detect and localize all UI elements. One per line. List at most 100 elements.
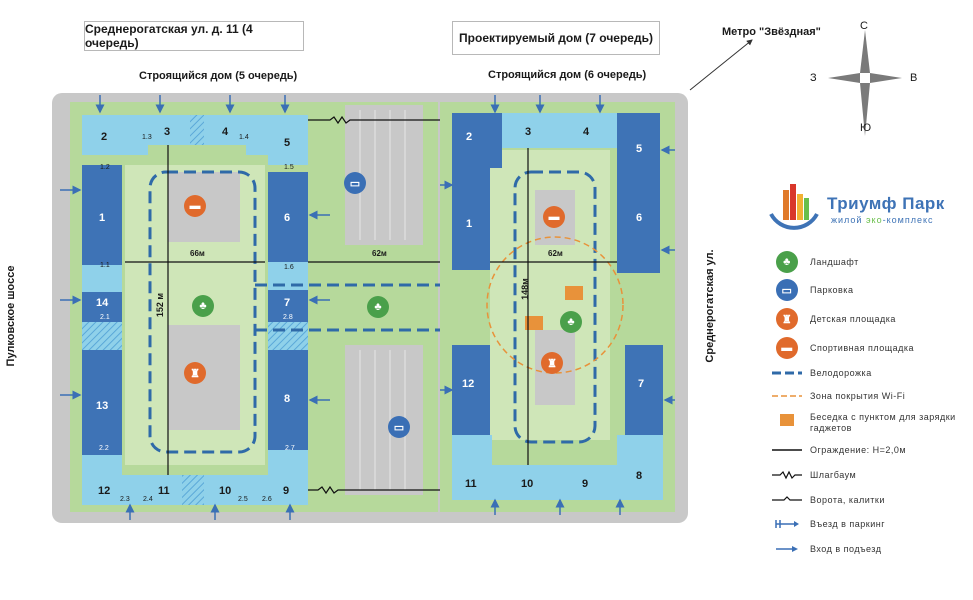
right-width-dim: 62м xyxy=(548,249,563,258)
legend-barrier: Шлагбаум xyxy=(772,470,856,480)
entrance-arrow-icon xyxy=(776,546,798,552)
barrier-south xyxy=(308,485,452,495)
right-building-1 xyxy=(452,168,490,270)
left-section-1[interactable]: 1 xyxy=(99,212,106,224)
left-section-4[interactable]: 4 xyxy=(222,126,229,138)
right-building-2 xyxy=(452,113,502,168)
left-section-11[interactable]: 11 xyxy=(158,485,170,497)
legend-parking: ▭ Парковка xyxy=(772,279,853,301)
bike-path-line-icon xyxy=(772,371,802,375)
legend-label: Въезд в паркинг xyxy=(810,519,885,529)
entrance-label: 2.1 xyxy=(100,314,110,321)
barrier-north xyxy=(308,115,452,125)
metro-direction-arrow xyxy=(689,39,753,91)
left-section-7[interactable]: 7 xyxy=(284,297,291,309)
compass-north: С xyxy=(860,20,868,32)
right-building-9 xyxy=(557,465,617,500)
right-height-dim: 148м xyxy=(519,278,530,300)
gazebo-1 xyxy=(565,286,583,300)
left-building-5 xyxy=(268,115,308,165)
right-section-8[interactable]: 8 xyxy=(636,470,643,482)
legend-sport: ▬Спортивная площадка xyxy=(772,337,914,359)
right-building-5 xyxy=(617,113,660,168)
left-section-14[interactable]: 14 xyxy=(96,297,109,309)
fence-line-icon xyxy=(772,449,802,451)
right-section-10[interactable]: 10 xyxy=(521,478,534,490)
left-building-9 xyxy=(268,450,308,505)
legend-gazebo: Беседка с пунктом для зарядки гаджетов xyxy=(772,412,960,434)
gate-line-icon xyxy=(772,496,802,501)
car-icon: ▭ xyxy=(344,172,366,194)
legend-bike: Велодорожка xyxy=(772,368,872,378)
legend-label: Беседка с пунктом для зарядки гаджетов xyxy=(810,412,956,433)
tree-icon: ♣ xyxy=(560,311,582,333)
right-section-4[interactable]: 4 xyxy=(583,126,590,138)
projected-house-label: Проектируемый дом (7 очередь) xyxy=(452,21,660,55)
castle-icon: ♜ xyxy=(776,308,798,330)
logo-mark-icon xyxy=(769,184,819,230)
left-building-12 xyxy=(82,455,122,505)
right-section-1[interactable]: 1 xyxy=(466,218,473,230)
logo-name: Триумф Парк xyxy=(827,194,945,213)
entrance-label: 2.4 xyxy=(143,496,153,503)
legend-label: Ограждение: Н=2,0м xyxy=(810,445,907,455)
legend-parking-entry: Въезд в паркинг xyxy=(772,518,885,530)
entrance-label: 1.1 xyxy=(100,262,110,269)
left-section-8[interactable]: 8 xyxy=(284,393,291,405)
right-section-9[interactable]: 9 xyxy=(582,478,589,490)
left-section-10[interactable]: 10 xyxy=(219,485,232,497)
castle-icon: ♜ xyxy=(541,352,563,374)
legend-label: Велодорожка xyxy=(810,368,872,378)
tree-icon: ♣ xyxy=(367,296,389,318)
left-building-8 xyxy=(268,350,308,450)
legend-label: Детская площадка xyxy=(810,314,896,324)
left-building-1 xyxy=(82,165,122,265)
construction-label-5: Строящийся дом (5 очередь) xyxy=(139,70,298,82)
legend-label: Ландшафт xyxy=(810,257,859,267)
entrance-label: 1.5 xyxy=(284,164,294,171)
entrance-label: 2.2 xyxy=(99,445,109,452)
right-section-11[interactable]: 11 xyxy=(465,478,477,490)
tree-icon: ♣ xyxy=(192,295,214,317)
left-building-10 xyxy=(204,475,246,505)
car-icon: ▭ xyxy=(388,416,410,438)
left-section-9[interactable]: 9 xyxy=(283,485,290,497)
legend-playground: ♜ Детская площадка xyxy=(772,308,896,330)
left-section-13[interactable]: 13 xyxy=(96,400,109,412)
logo-tagline-1: жилой xyxy=(831,215,863,225)
left-building-11 xyxy=(122,475,182,505)
castle-icon: ♜ xyxy=(184,362,206,384)
right-section-2[interactable]: 2 xyxy=(466,131,473,143)
right-section-7[interactable]: 7 xyxy=(638,378,645,390)
legend-label: Парковка xyxy=(810,285,854,295)
entrance-label: 1.4 xyxy=(239,134,249,141)
legend-wifi: Зона покрытия Wi-Fi xyxy=(772,391,905,401)
legend-fence: Ограждение: Н=2,0м xyxy=(772,445,906,455)
left-section-3[interactable]: 3 xyxy=(164,126,171,138)
entrance-label: 2.6 xyxy=(262,496,272,503)
wifi-zone-line-icon xyxy=(772,395,802,397)
left-section-2[interactable]: 2 xyxy=(101,131,108,143)
right-building-3 xyxy=(502,113,557,148)
right-building-12 xyxy=(452,345,490,435)
left-section-12[interactable]: 12 xyxy=(98,485,111,497)
car-icon: ▭ xyxy=(776,279,798,301)
left-building-3 xyxy=(148,115,190,145)
right-section-5[interactable]: 5 xyxy=(636,143,643,155)
left-height-dim: 152 м xyxy=(155,292,166,318)
right-building-7 xyxy=(625,345,663,435)
barrier-line-icon xyxy=(772,470,802,480)
left-section-6[interactable]: 6 xyxy=(284,212,291,224)
right-section-3[interactable]: 3 xyxy=(525,126,532,138)
left-width-dim: 66м xyxy=(190,249,205,258)
logo-tagline: жилой эко-комплекс xyxy=(831,215,934,225)
logo-tagline-3: -комплекс xyxy=(882,215,934,225)
entrance-label: 1.2 xyxy=(100,164,110,171)
entrance-label: 2.8 xyxy=(283,314,293,321)
right-bike-path xyxy=(513,170,597,444)
right-building-10 xyxy=(492,465,557,500)
parking-south xyxy=(345,345,423,495)
right-section-6[interactable]: 6 xyxy=(636,212,643,224)
right-section-12[interactable]: 12 xyxy=(462,378,475,390)
left-section-5[interactable]: 5 xyxy=(284,137,291,149)
